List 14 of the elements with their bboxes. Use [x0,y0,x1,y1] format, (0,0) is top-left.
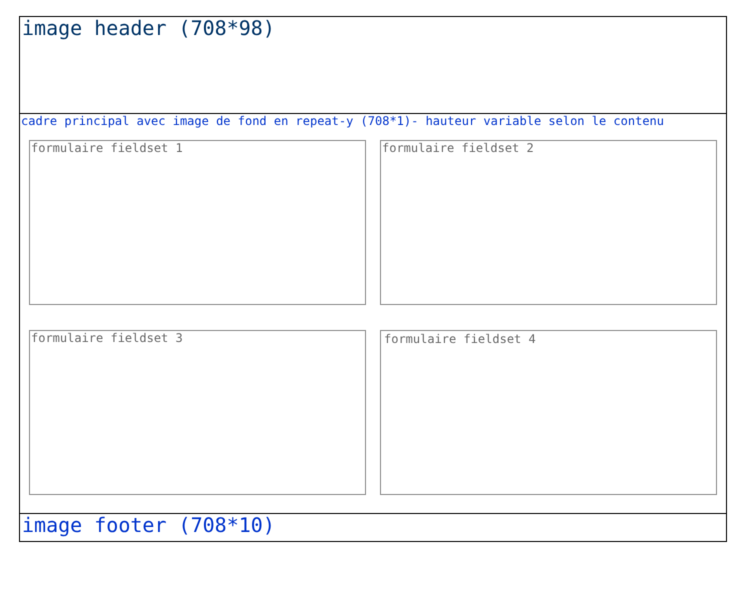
fieldset-legend: formulaire fieldset 3 [31,332,183,346]
panel-label: image header (708*98) [22,17,275,39]
panel-label: image footer (708*10) [22,514,275,536]
fieldset-legend: formulaire fieldset 1 [31,142,183,156]
frame-label: cadre principal avec image de fond en repeat-y (708*1)- hauteur variable selon le contenu [21,115,664,128]
main-frame [19,113,727,514]
fieldset-box [29,140,366,305]
fieldset-legend: formulaire fieldset 4 [384,333,536,346]
fieldset-box [29,330,366,495]
fieldset-box [380,330,717,495]
footer-panel [19,513,727,542]
fieldset-legend: formulaire fieldset 2 [382,142,534,156]
fieldset-box [380,140,717,305]
header-panel [19,16,727,114]
